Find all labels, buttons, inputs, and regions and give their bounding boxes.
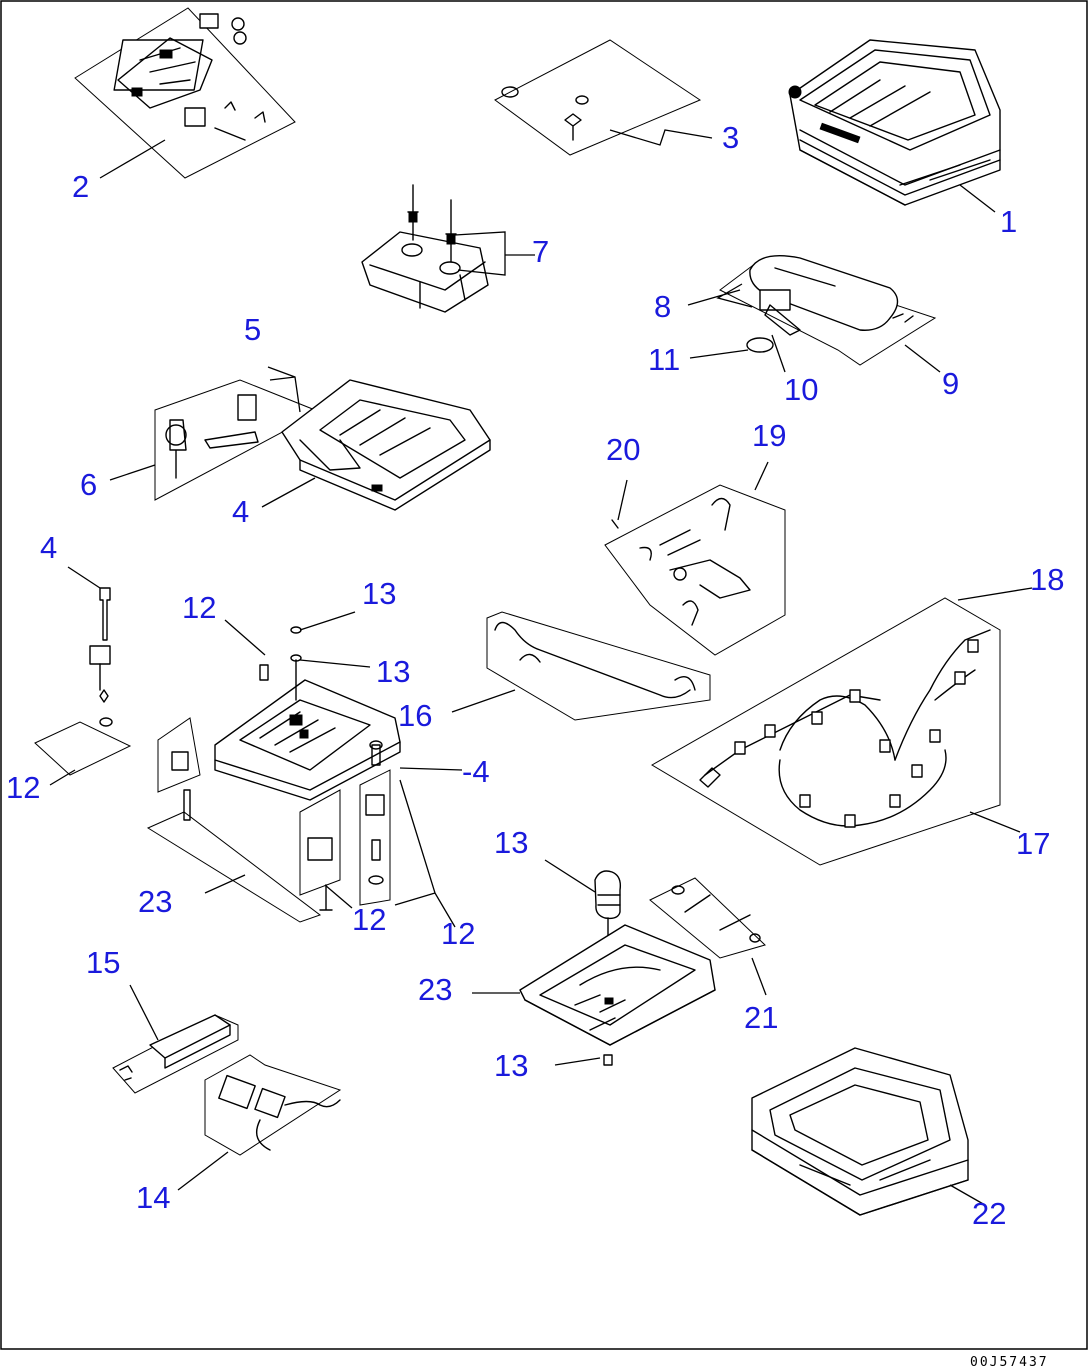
callout-21: 21 bbox=[744, 1000, 778, 1035]
callout-16: 16 bbox=[398, 698, 432, 733]
callout-18: 18 bbox=[1030, 562, 1064, 597]
part-19-outline bbox=[604, 484, 786, 656]
part-19-20-assembly bbox=[604, 484, 786, 656]
part-21-outline bbox=[649, 877, 766, 959]
callout-15: 15 bbox=[86, 945, 120, 980]
part-2-group-outline bbox=[74, 7, 296, 179]
callout-13-b: 13 bbox=[376, 654, 410, 689]
callout-3: 3 bbox=[722, 120, 739, 155]
part-14-15 bbox=[112, 1014, 342, 1156]
part-12-bracket-outline bbox=[157, 717, 201, 793]
part-17-18-harness bbox=[651, 597, 1001, 866]
callout-7: 7 bbox=[532, 234, 549, 269]
callout-20: 20 bbox=[606, 432, 640, 467]
part-7-cushion bbox=[361, 184, 489, 313]
callout-5: 5 bbox=[244, 312, 261, 347]
part-12-outline-left bbox=[34, 721, 132, 776]
drawing-code: 00J57437 bbox=[970, 1355, 1049, 1370]
suspension-assembly bbox=[214, 626, 401, 801]
callout-13-d: 13 bbox=[494, 1048, 528, 1083]
callout-23-base: 23 bbox=[418, 972, 452, 1007]
callout-12-mid: 12 bbox=[352, 902, 386, 937]
part-2-drawing bbox=[74, 7, 296, 179]
callout-12-left: 12 bbox=[6, 770, 40, 805]
callout-1: 1 bbox=[1000, 204, 1017, 239]
part-3-drawing bbox=[494, 39, 702, 156]
part-12-outline-right bbox=[359, 769, 391, 906]
part-16-outline bbox=[486, 611, 711, 721]
part-12-outline-mid bbox=[299, 789, 341, 896]
part-23-base bbox=[519, 870, 766, 1066]
callout-12-top: 12 bbox=[182, 590, 216, 625]
callout-4-left: 4 bbox=[40, 530, 57, 565]
callout-14: 14 bbox=[136, 1180, 170, 1215]
callout-8: 8 bbox=[654, 289, 671, 324]
part-16-rod bbox=[486, 611, 711, 721]
part-14-outline bbox=[204, 1054, 342, 1156]
callout-17: 17 bbox=[1016, 826, 1050, 861]
callout-labels: 1 2 3 4 4 -4 5 6 7 8 9 10 11 12 12 12 12… bbox=[6, 120, 1064, 1231]
callout-12-right: 12 bbox=[441, 916, 475, 951]
part-8-11-armrest bbox=[719, 255, 937, 366]
left-bolt-parts bbox=[34, 587, 391, 923]
leader-lines bbox=[49, 129, 1033, 1206]
callout-10: 10 bbox=[784, 372, 818, 407]
callout-2: 2 bbox=[72, 169, 89, 204]
callout-13-a: 13 bbox=[362, 576, 396, 611]
part-22-seat-frame bbox=[751, 1047, 969, 1216]
callout-22: 22 bbox=[972, 1196, 1006, 1231]
part-23-outline-left bbox=[146, 811, 322, 923]
callout-9: 9 bbox=[942, 366, 959, 401]
callout-6: 6 bbox=[80, 467, 97, 502]
part-3-outline bbox=[494, 39, 702, 156]
callout-4-right: -4 bbox=[462, 754, 490, 789]
callout-13-c: 13 bbox=[494, 825, 528, 860]
callout-4-frame: 4 bbox=[232, 494, 249, 529]
part-1-seat-assembly bbox=[788, 39, 1001, 206]
callout-19: 19 bbox=[752, 418, 786, 453]
callout-23-left: 23 bbox=[138, 884, 172, 919]
part-4-5-6-frame bbox=[154, 379, 491, 511]
part-18-outline bbox=[651, 597, 1001, 866]
callout-11: 11 bbox=[648, 342, 680, 377]
